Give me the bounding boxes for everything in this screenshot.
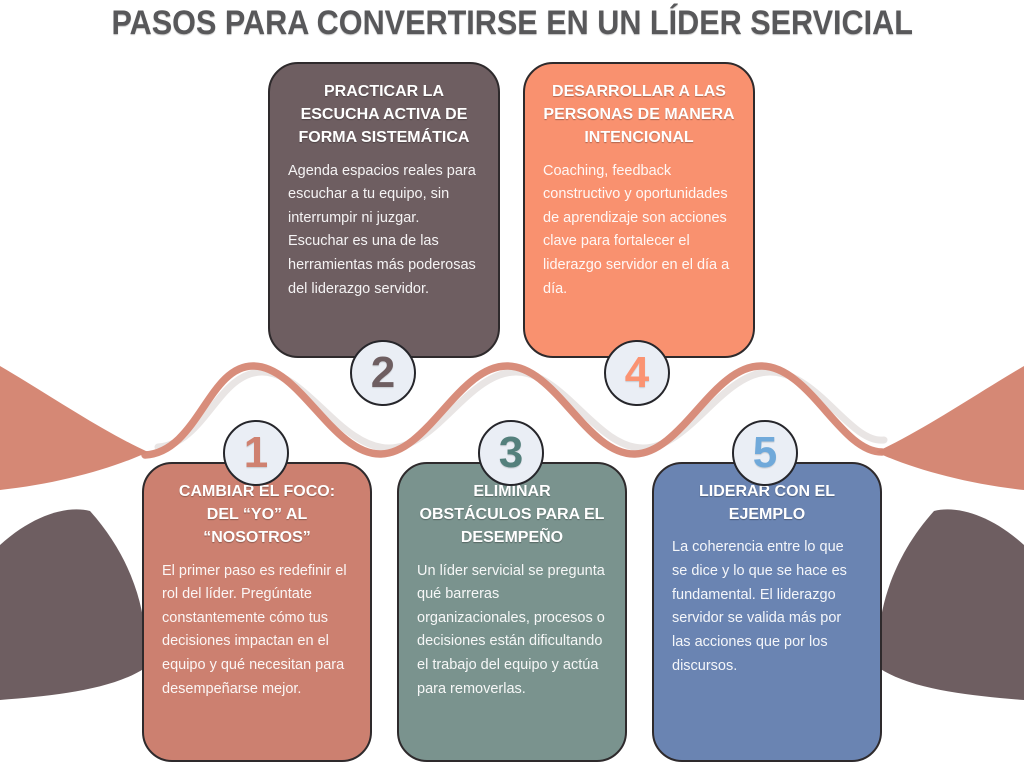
- step-1-title: CAMBIAR EL FOCO: DEL “YO” AL “NOSOTROS”: [178, 483, 336, 547]
- step-4-number-badge: 4: [604, 340, 670, 406]
- step-5-number-badge: 5: [732, 420, 798, 486]
- step-card-4: DESARROLLAR A LAS PERSONAS DE MANERA INT…: [523, 62, 755, 358]
- right-wing-salmon-shape: [876, 366, 1024, 490]
- step-3-description: Un líder servicial se pregunta qué barre…: [417, 562, 605, 697]
- step-5-description: La coherencia entre lo que se dice y lo …: [672, 539, 847, 674]
- step-4-title: DESARROLLAR A LAS PERSONAS DE MANERA INT…: [543, 83, 735, 147]
- page-title: PASOS PARA CONVERTIRSE EN UN LÍDER SERVI…: [111, 4, 913, 42]
- step-card-5: LIDERAR CON EL EJEMPLO La coherencia ent…: [652, 462, 882, 762]
- step-2-description: Agenda espacios reales para escuchar a t…: [288, 162, 476, 297]
- step-2-title: PRACTICAR LA ESCUCHA ACTIVA DE FORMA SIS…: [298, 83, 470, 147]
- wave-shadow-line: [154, 368, 888, 452]
- step-1-number-badge: 1: [223, 420, 289, 486]
- wave-line: [141, 362, 886, 459]
- step-card-2: PRACTICAR LA ESCUCHA ACTIVA DE FORMA SIS…: [268, 62, 500, 358]
- step-card-1: CAMBIAR EL FOCO: DEL “YO” AL “NOSOTROS” …: [142, 462, 372, 762]
- step-4-description: Coaching, feedback constructivo y oportu…: [543, 162, 730, 297]
- left-wing-salmon-shape: [0, 366, 148, 490]
- left-wing-dark-shape: [0, 509, 146, 700]
- right-wing-dark-shape: [878, 509, 1024, 700]
- step-3-title: ELIMINAR OBSTÁCULOS PARA EL DESEMPEÑO: [419, 483, 605, 547]
- step-1-description: El primer paso es redefinir el rol del l…: [162, 562, 347, 697]
- step-card-3: ELIMINAR OBSTÁCULOS PARA EL DESEMPEÑO Un…: [397, 462, 627, 762]
- step-5-title: LIDERAR CON EL EJEMPLO: [699, 483, 835, 524]
- step-3-number-badge: 3: [478, 420, 544, 486]
- step-2-number-badge: 2: [350, 340, 416, 406]
